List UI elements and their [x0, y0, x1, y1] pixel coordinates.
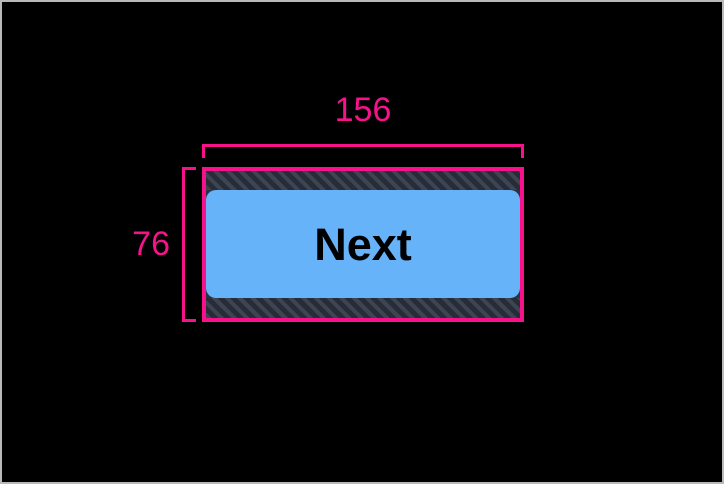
width-dimension-bracket	[202, 144, 524, 158]
width-dimension-label: 156	[334, 91, 392, 129]
height-dimension-label: 76	[132, 225, 170, 263]
measured-widget[interactable]: Next	[206, 171, 520, 318]
padding-band-top	[206, 171, 520, 190]
next-button[interactable]: Next	[206, 190, 520, 298]
height-dimension-bracket	[182, 167, 196, 322]
padding-band-bottom	[206, 298, 520, 318]
